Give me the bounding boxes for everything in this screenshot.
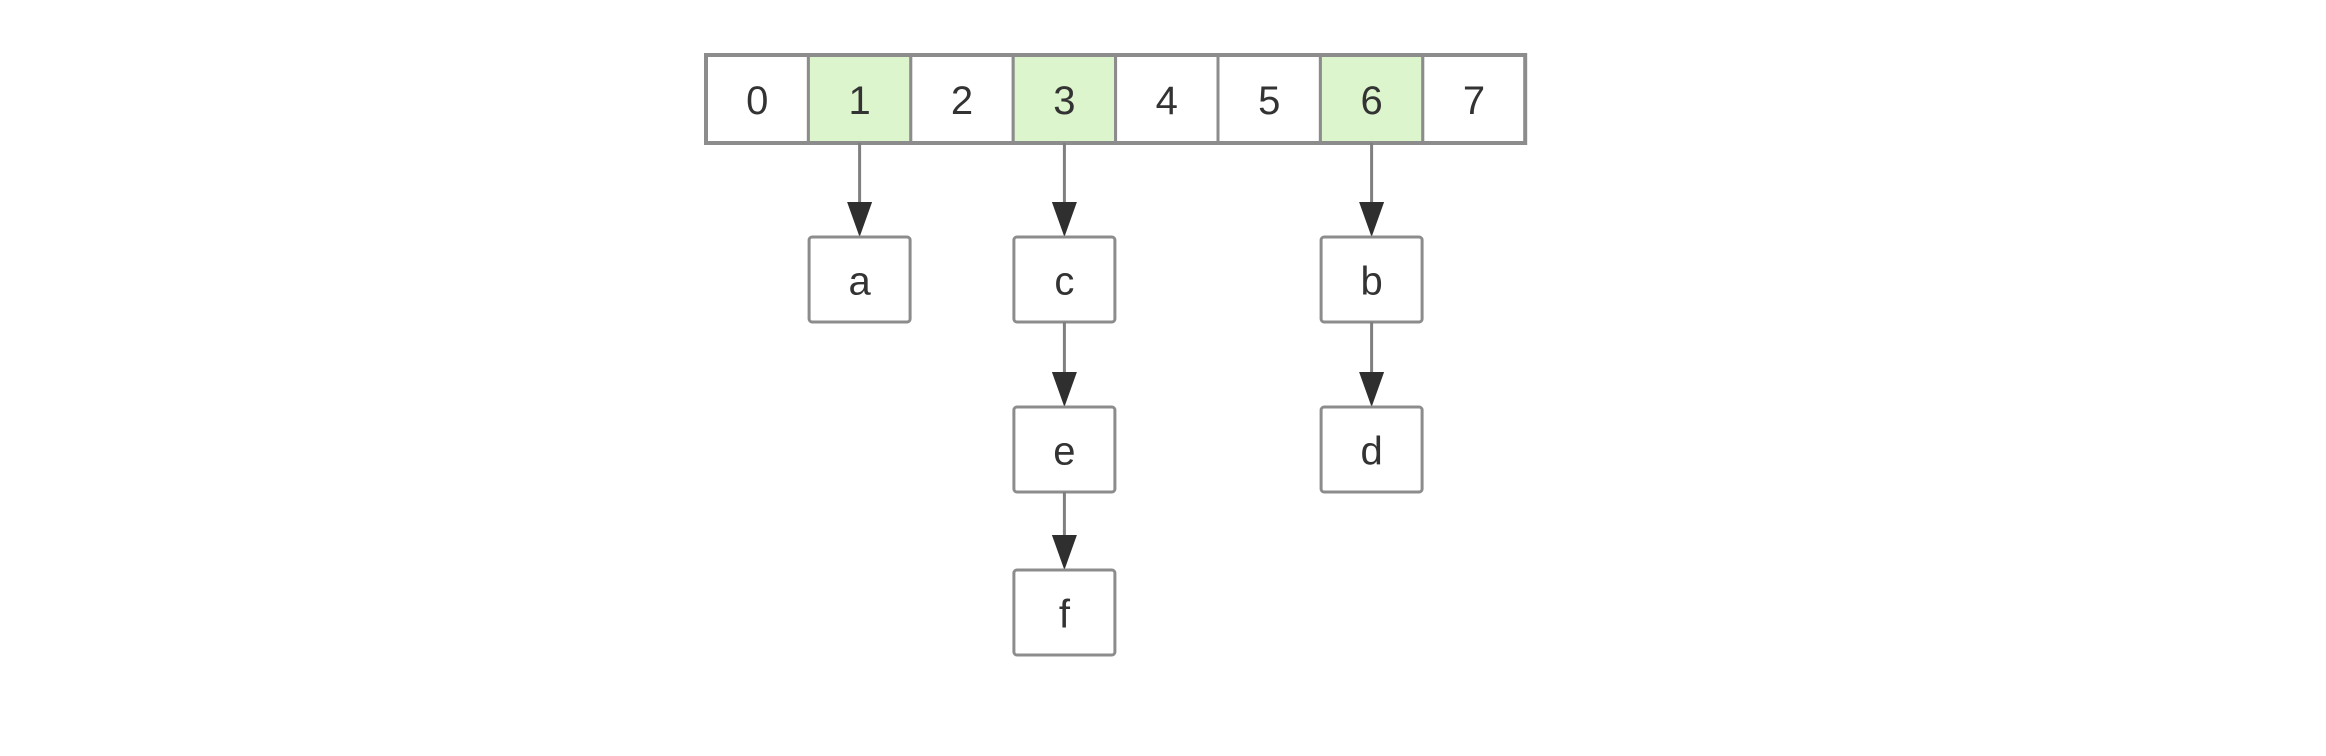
chain-node-d — [1319, 405, 1424, 494]
chain-node-label-d: d — [1360, 430, 1382, 474]
bucket-cell-7 — [1421, 53, 1527, 145]
arrowhead-icon — [1051, 372, 1077, 407]
bucket-cell-label-6: 6 — [1360, 79, 1382, 123]
bucket-cell-label-0: 0 — [746, 79, 768, 123]
arrowhead-icon — [1359, 372, 1385, 407]
chain-node-f — [1012, 568, 1117, 657]
bucket-cell-label-1: 1 — [848, 79, 870, 123]
bucket-cell-label-7: 7 — [1463, 79, 1485, 123]
chain-node-label-c: c — [1054, 260, 1074, 304]
arrowhead-icon — [1051, 202, 1077, 237]
chain-node-a — [807, 235, 912, 324]
arrowhead-icon — [1051, 535, 1077, 570]
bucket-cell-5 — [1216, 53, 1322, 145]
bucket-cell-label-4: 4 — [1156, 79, 1178, 123]
arrowhead-icon — [1359, 202, 1385, 237]
bucket-cell-label-5: 5 — [1258, 79, 1280, 123]
arrowhead-icon — [847, 202, 873, 237]
chain-node-label-e: e — [1053, 430, 1075, 474]
chain-node-label-a: a — [848, 260, 871, 304]
bucket-cell-label-2: 2 — [951, 79, 973, 123]
chain-node-label-f: f — [1059, 593, 1071, 637]
bucket-array-frame — [704, 53, 1528, 145]
bucket-cell-label-3: 3 — [1053, 79, 1075, 123]
chain-node-label-b: b — [1360, 260, 1382, 304]
bucket-cell-1 — [806, 53, 913, 145]
